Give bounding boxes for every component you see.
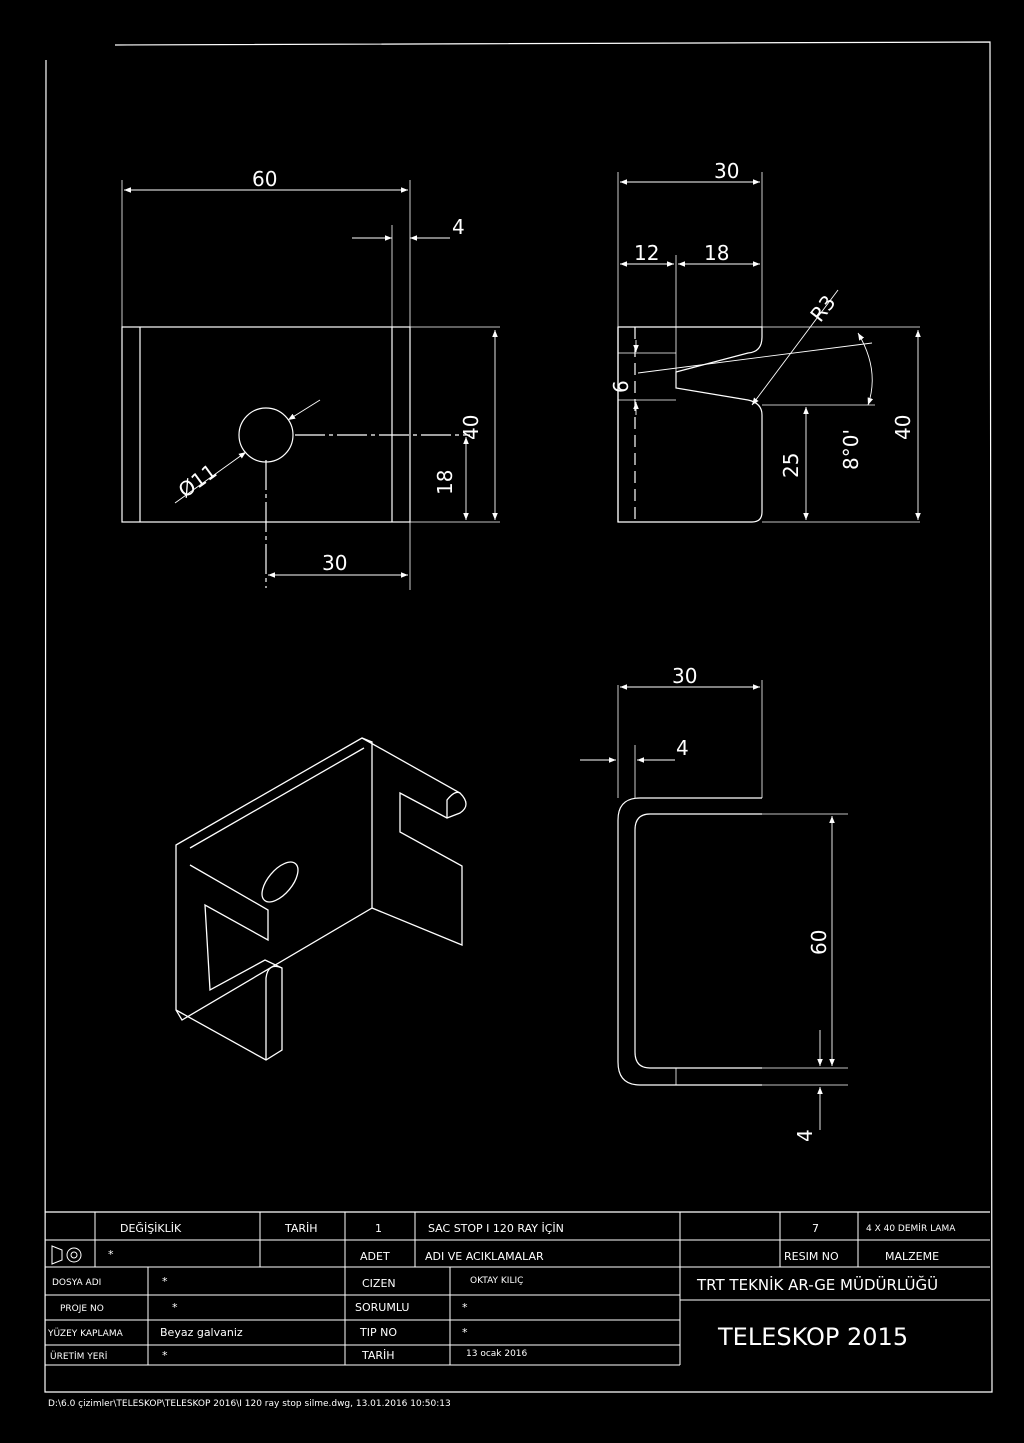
company-name: TRT TEKNİK AR-GE MÜDÜRLÜĞÜ bbox=[696, 1275, 938, 1294]
production-value: * bbox=[162, 1349, 168, 1362]
top-bottom-label: 4 bbox=[793, 1129, 817, 1142]
front-hole-y-label: 18 bbox=[433, 470, 457, 495]
top-height-label: 60 bbox=[807, 930, 831, 955]
change-value: * bbox=[108, 1248, 114, 1261]
title-block-text: DEĞİŞİKLİK * TARİH 1 SAC STOP I 120 RAY … bbox=[47, 1222, 956, 1362]
side-width-label: 30 bbox=[714, 159, 739, 183]
front-height-label: 40 bbox=[459, 415, 483, 440]
top-view-dimensions bbox=[580, 684, 835, 1130]
project-title: TELESKOP 2015 bbox=[717, 1323, 908, 1351]
top-view bbox=[617, 680, 848, 1086]
responsible-value: * bbox=[462, 1301, 468, 1314]
side-view-dimensions bbox=[620, 179, 921, 520]
side-lower-label: 25 bbox=[779, 453, 803, 478]
drawn-value: OKTAY KILIÇ bbox=[470, 1276, 523, 1286]
front-width-label: 60 bbox=[252, 167, 277, 191]
drawing-number-label: RESIM NO bbox=[784, 1250, 839, 1263]
isometric-view bbox=[175, 737, 467, 1061]
file-path-footer: D:\6.0 çizimler\TELESKOP\TELESKOP 2016\I… bbox=[48, 1399, 451, 1409]
material-value: 4 X 40 DEMİR LAMA bbox=[866, 1223, 956, 1234]
sheet-border bbox=[44, 41, 993, 1393]
surface-value: Beyaz galvaniz bbox=[160, 1326, 243, 1339]
title-block-grid bbox=[45, 1212, 990, 1366]
side-slot-label: 6 bbox=[609, 380, 633, 393]
file-value: * bbox=[162, 1275, 168, 1288]
top-thickness-label: 4 bbox=[676, 736, 689, 760]
date2-value: 13 ocak 2016 bbox=[466, 1349, 528, 1359]
top-width-label: 30 bbox=[672, 664, 697, 688]
front-view bbox=[121, 180, 500, 590]
front-hole-x-label: 30 bbox=[322, 551, 347, 575]
surface-label: YÜZEY KAPLAMA bbox=[47, 1328, 124, 1339]
quantity-value: 1 bbox=[375, 1222, 382, 1235]
projection-symbol-icon bbox=[51, 1245, 82, 1265]
change-label: DEĞİŞİKLİK bbox=[120, 1222, 182, 1235]
description-label: ADI VE ACIKLAMALAR bbox=[425, 1250, 544, 1263]
drawn-label: CIZEN bbox=[362, 1277, 396, 1290]
type-value: * bbox=[462, 1326, 468, 1339]
file-label: DOSYA ADI bbox=[52, 1278, 101, 1288]
drawing-number: 7 bbox=[812, 1222, 819, 1235]
side-height-label: 40 bbox=[891, 415, 915, 440]
side-b-label: 18 bbox=[704, 241, 729, 265]
side-view bbox=[617, 172, 920, 523]
front-view-dimensions bbox=[123, 187, 498, 578]
side-angle-label: 8°0' bbox=[839, 429, 863, 470]
side-radius-label: R3 bbox=[805, 291, 840, 327]
front-hole-label: Ø11 bbox=[174, 459, 221, 503]
date-label: TARİH bbox=[284, 1222, 318, 1235]
quantity-label: ADET bbox=[360, 1250, 390, 1263]
material-label: MALZEME bbox=[885, 1250, 939, 1263]
date2-label: TARİH bbox=[361, 1349, 395, 1362]
responsible-label: SORUMLU bbox=[355, 1301, 409, 1314]
project-label: PROJE NO bbox=[60, 1304, 104, 1314]
project-value: * bbox=[172, 1301, 178, 1314]
type-label: TIP NO bbox=[359, 1326, 397, 1339]
part-description: SAC STOP I 120 RAY İÇİN bbox=[428, 1222, 564, 1235]
front-view-dimension-labels: 60 4 Ø11 40 18 30 bbox=[174, 167, 483, 575]
side-a-label: 12 bbox=[634, 241, 659, 265]
production-label: ÜRETİM YERİ bbox=[50, 1351, 107, 1362]
top-view-dimension-labels: 30 4 60 4 bbox=[672, 664, 831, 1142]
front-thickness-label: 4 bbox=[452, 215, 465, 239]
